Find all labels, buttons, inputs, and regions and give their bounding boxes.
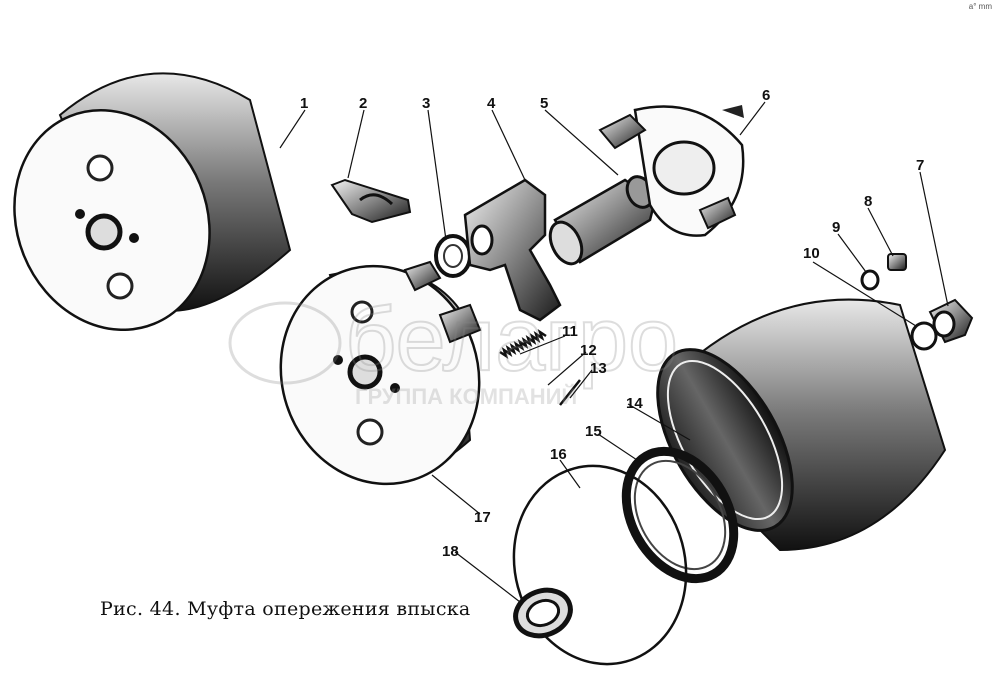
callout-9: 9	[832, 219, 840, 236]
callout-2: 2	[359, 95, 367, 112]
callout-7: 7	[916, 157, 924, 174]
callout-17: 17	[474, 509, 491, 526]
part-3-washer	[434, 234, 472, 278]
part-2-segment	[330, 178, 412, 224]
callouts: 1 2 3 4 5 6 7 8 9 10 11 12 13 14 15 16 1…	[300, 87, 924, 560]
part-14-housing	[656, 298, 947, 552]
callout-13: 13	[590, 360, 607, 377]
watermark: белагро ГРУППА КОМПАНИЙ	[228, 289, 679, 409]
part-7-nut	[928, 298, 974, 344]
part-8-screw	[887, 253, 907, 271]
callout-11: 11	[562, 323, 578, 340]
callout-10: 10	[803, 245, 820, 262]
watermark-brand: белагро	[345, 290, 678, 390]
watermark-subtitle: ГРУППА КОМПАНИЙ	[355, 384, 577, 409]
part-9-washer	[860, 269, 880, 291]
leader-lines	[279, 101, 949, 603]
callout-18: 18	[442, 543, 459, 560]
callout-6: 6	[762, 87, 770, 104]
callout-8: 8	[864, 193, 872, 210]
callout-16: 16	[550, 446, 567, 463]
callout-15: 15	[585, 423, 602, 440]
corner-note: a° mm	[968, 2, 992, 11]
part-13-pin	[559, 379, 581, 406]
part-6-flange	[598, 105, 745, 237]
part-1-housing	[13, 72, 292, 332]
callout-3: 3	[422, 95, 430, 112]
callout-4: 4	[487, 95, 496, 112]
callout-5: 5	[540, 95, 548, 112]
part-11-spring	[499, 328, 547, 360]
part-4-lever	[463, 178, 562, 322]
part-17-disc	[279, 260, 482, 486]
part-18-cuff	[513, 587, 573, 639]
callout-12: 12	[580, 342, 597, 359]
callout-1: 1	[300, 95, 308, 112]
part-5-sleeve	[548, 175, 657, 266]
part-15-seal	[621, 446, 739, 584]
part-16-oring	[512, 464, 688, 666]
figure-caption: Рис. 44. Муфта опережения впыска	[100, 598, 471, 620]
part-10-washer	[910, 321, 938, 351]
callout-14: 14	[626, 395, 643, 412]
